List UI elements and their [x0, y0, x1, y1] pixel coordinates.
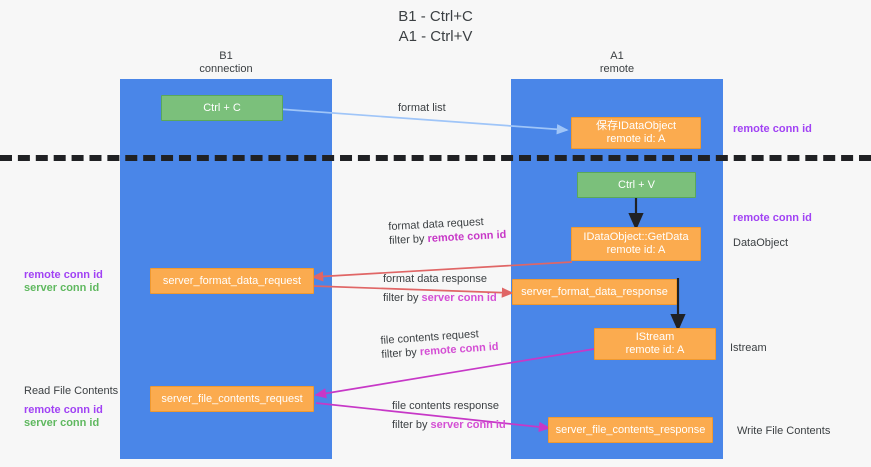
- node-server-file-contents-response-label: server_file_contents_response: [555, 423, 706, 436]
- node-server-file-contents-request[interactable]: server_file_contents_request: [150, 386, 314, 412]
- annotation-right-dataobject: DataObject: [733, 237, 789, 249]
- edge-label-format-data-response: format data response filter by server co…: [383, 272, 497, 305]
- column-header-b1: B1 connection: [121, 50, 331, 76]
- column-header-a1-name: A1: [610, 50, 624, 62]
- node-idataobject-getdata[interactable]: IDataObject::GetData remote id: A: [571, 227, 701, 261]
- edge-label-file-contents-response-line-1: file contents response: [392, 400, 500, 412]
- annotation-left-server-conn-id-bot: server conn id: [24, 417, 100, 429]
- diagram-title: B1 - Ctrl+C A1 - Ctrl+V: [0, 7, 871, 47]
- node-server-file-contents-request-label: server_file_contents_request: [161, 392, 303, 405]
- filter-by-prefix: filter by: [392, 419, 431, 431]
- annotation-right-istream: Istream: [730, 342, 767, 354]
- edge-label-format-data-request: format data request filter by remote con…: [388, 214, 507, 248]
- node-server-format-data-response-label: server_format_data_response: [521, 285, 668, 298]
- title-line-2: A1 - Ctrl+V: [398, 28, 473, 45]
- node-ctrl-v-label: Ctrl + V: [618, 178, 655, 191]
- node-istream-line-1: IStream: [635, 331, 675, 343]
- node-istream[interactable]: IStream remote id: A: [594, 328, 716, 360]
- column-header-a1: A1 remote: [512, 50, 722, 76]
- node-idataobject-line-2: remote id: A: [606, 133, 666, 145]
- node-ctrl-v[interactable]: Ctrl + V: [577, 172, 696, 198]
- annotation-left-server-conn-id-mid: server conn id: [24, 282, 100, 294]
- node-server-format-data-request[interactable]: server_format_data_request: [150, 268, 314, 294]
- node-server-format-data-request-label: server_format_data_request: [162, 274, 302, 287]
- edge-label-file-contents-request: file contents request filter by remote c…: [380, 326, 499, 362]
- column-header-a1-sub: remote: [599, 63, 635, 75]
- filter-by-prefix: filter by: [381, 346, 421, 361]
- remote-conn-id-key: remote conn id: [419, 340, 499, 359]
- node-istream-line-2: remote id: A: [625, 344, 685, 356]
- filter-by-prefix: filter by: [388, 232, 428, 247]
- annotation-right-remote-conn-id-mid: remote conn id: [733, 212, 812, 224]
- section-divider: [0, 155, 871, 161]
- column-header-b1-name: B1: [219, 50, 233, 62]
- node-ctrl-c[interactable]: Ctrl + C: [161, 95, 283, 121]
- annotation-right-write-file-contents: Write File Contents: [737, 425, 831, 437]
- edge-label-format-data-response-line-1: format data response: [383, 273, 487, 285]
- node-idataobject-line-1: 保存IDataObject: [595, 120, 677, 132]
- edge-label-file-contents-response-line-2: filter by server conn id: [392, 418, 506, 432]
- node-idataobject[interactable]: 保存IDataObject remote id: A: [571, 117, 701, 149]
- node-getdata-line-2: remote id: A: [606, 244, 666, 256]
- annotation-right-remote-conn-id-top: remote conn id: [733, 123, 812, 135]
- server-conn-id-key: server conn id: [430, 419, 506, 431]
- node-ctrl-c-label: Ctrl + C: [203, 101, 241, 114]
- title-line-1: B1 - Ctrl+C: [398, 8, 473, 25]
- edge-label-format-list: format list: [398, 101, 446, 115]
- column-header-b1-sub: connection: [199, 63, 253, 75]
- edge-label-file-contents-response: file contents response filter by server …: [392, 399, 506, 432]
- node-server-file-contents-response[interactable]: server_file_contents_response: [548, 417, 713, 443]
- server-conn-id-key: server conn id: [421, 292, 497, 304]
- annotation-left-remote-conn-id-bot: remote conn id: [24, 404, 103, 416]
- edge-label-format-data-response-line-2: filter by server conn id: [383, 291, 497, 305]
- annotation-left-read-file-contents: Read File Contents: [24, 385, 119, 397]
- edge-label-format-list-text: format list: [398, 102, 446, 114]
- annotation-left-remote-conn-id-mid: remote conn id: [24, 269, 103, 281]
- node-server-format-data-response[interactable]: server_format_data_response: [512, 279, 677, 305]
- remote-conn-id-key: remote conn id: [427, 228, 507, 245]
- node-getdata-line-1: IDataObject::GetData: [583, 231, 689, 243]
- filter-by-prefix: filter by: [383, 292, 422, 304]
